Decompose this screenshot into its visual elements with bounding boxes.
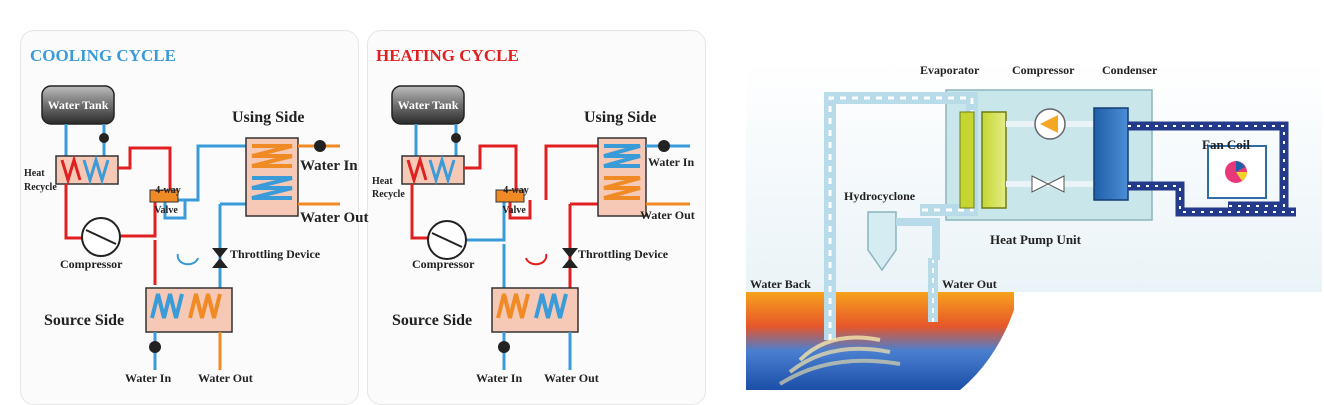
flow-direction-icon	[176, 253, 199, 266]
pump-icon	[498, 341, 510, 353]
water-in-top-label: Water In	[300, 158, 358, 174]
pump-icon	[658, 140, 670, 152]
heating-cycle-title: HEATING CYCLE	[376, 46, 519, 65]
recycle-label: Recycle	[24, 182, 57, 193]
valve-label-bottom: Valve	[154, 205, 178, 216]
water-source	[746, 292, 1014, 390]
heat-label: Heat	[24, 168, 45, 179]
pump-icon	[149, 341, 161, 353]
source-side-label: Source Side	[392, 312, 472, 329]
four-way-valve	[495, 189, 525, 203]
water-in-bottom-label: Water In	[125, 371, 171, 385]
heat-pump-unit-diagram: Evaporator Compressor Condenser Fan Coil…	[746, 60, 1322, 393]
pump-icon	[99, 133, 109, 143]
heat-label: Heat	[372, 176, 393, 187]
heat-pump-unit-label: Heat Pump Unit	[990, 232, 1082, 247]
source-side-label: Source Side	[44, 312, 124, 329]
water-out-top-label: Water Out	[300, 210, 368, 226]
water-out-bottom-label: Water Out	[198, 371, 253, 385]
water-tank	[41, 85, 115, 125]
evaporator-label: Evaporator	[920, 63, 980, 77]
water-back-label: Water Back	[750, 277, 811, 291]
fan-coil-label: Fan Coil	[1202, 137, 1250, 152]
compressor-label: Compressor	[1012, 63, 1075, 77]
valve-label-top: 4-way	[503, 185, 529, 196]
compressor-label: Compressor	[60, 257, 123, 271]
water-tank	[391, 85, 465, 125]
throttling-device-icon	[212, 248, 228, 258]
pump-icon	[451, 133, 461, 143]
four-way-valve	[149, 189, 179, 203]
condenser-icon	[1093, 107, 1129, 201]
hydrocyclone-icon	[867, 211, 897, 272]
valve-label-bottom: Valve	[502, 205, 526, 216]
throttling-label: Throttling Device	[230, 247, 321, 261]
using-side-label: Using Side	[584, 109, 656, 126]
water-in-top-label: Water In	[648, 155, 694, 169]
compressor-label: Compressor	[412, 257, 475, 271]
water-out-top-label: Water Out	[640, 208, 695, 222]
pump-icon	[314, 140, 326, 152]
water-in-bottom-label: Water In	[476, 371, 522, 385]
expansion-valve-icon	[1031, 175, 1050, 193]
cooling-cycle-title: COOLING CYCLE	[30, 46, 176, 65]
evaporator-icon	[981, 111, 1007, 209]
water-tank-label: Water Tank	[398, 98, 459, 112]
flow-direction-icon	[525, 253, 548, 266]
cooling-cycle-diagram: Water Tank Heat Recycle 4-way Valve Comp…	[24, 85, 368, 385]
hydrocyclone-label: Hydrocyclone	[844, 189, 916, 203]
throttling-device-icon	[562, 248, 578, 258]
using-side-label: Using Side	[232, 109, 304, 126]
water-tank-label: Water Tank	[48, 98, 109, 112]
valve-label-top: 4-way	[155, 185, 181, 196]
water-out-bottom-label: Water Out	[544, 371, 599, 385]
throttling-label: Throttling Device	[578, 247, 669, 261]
heating-cycle-diagram: Water Tank Heat Recycle 4-way Valve Comp…	[372, 85, 695, 385]
recycle-label: Recycle	[372, 189, 405, 200]
water-out-label: Water Out	[942, 277, 997, 291]
condenser-label: Condenser	[1102, 63, 1158, 77]
